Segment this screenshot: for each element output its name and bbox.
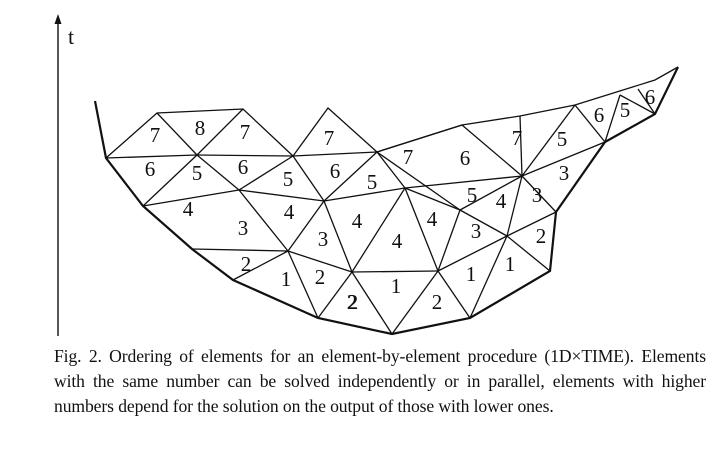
element-label: 4	[352, 209, 363, 233]
element-label: 7	[403, 145, 414, 169]
element-label: 4	[427, 207, 438, 231]
element-label: 5	[192, 161, 203, 185]
element-label: 5	[620, 98, 631, 122]
element-label: 6	[594, 103, 605, 127]
element-label: 2	[536, 224, 547, 248]
element-label: 4	[284, 200, 295, 224]
element-label: 2	[347, 290, 358, 314]
element-label: 3	[532, 183, 543, 207]
element-label: 6	[645, 85, 656, 109]
element-label: 3	[318, 227, 329, 251]
element-label: 5	[467, 183, 478, 207]
element-label: 8	[195, 116, 206, 140]
element-label: 3	[471, 219, 482, 243]
element-label: 7	[150, 123, 161, 147]
element-label: 7	[324, 126, 335, 150]
element-label: 1	[466, 262, 477, 286]
element-label: 6	[330, 159, 341, 183]
element-label: 4	[496, 189, 507, 213]
element-label: 5	[557, 127, 568, 151]
element-label: 6	[460, 146, 471, 170]
figure-caption: Fig. 2. Ordering of elements for an elem…	[54, 346, 706, 416]
element-label: 3	[559, 161, 570, 185]
element-label: 2	[315, 265, 326, 289]
element-label: 7	[240, 120, 251, 144]
element-label: 2	[432, 290, 443, 314]
element-label: 6	[238, 155, 249, 179]
mesh-edges	[105, 66, 679, 335]
element-label: 4	[183, 197, 194, 221]
element-label: 6	[145, 157, 156, 181]
element-label: 2	[348, 290, 359, 314]
element-label: 5	[367, 170, 378, 194]
element-label: 1	[281, 267, 292, 291]
element-label: 1	[391, 274, 402, 298]
mesh-figure: t	[54, 14, 679, 336]
element-label: 4	[392, 229, 403, 253]
time-axis: t	[54, 14, 74, 336]
element-label: 3	[238, 216, 249, 240]
element-label: 5	[283, 167, 294, 191]
element-label: 1	[505, 252, 516, 276]
axis-arrow-icon	[54, 14, 62, 24]
element-label: 2	[241, 252, 252, 276]
axis-label-t: t	[68, 24, 74, 49]
element-label: 7	[512, 126, 523, 150]
